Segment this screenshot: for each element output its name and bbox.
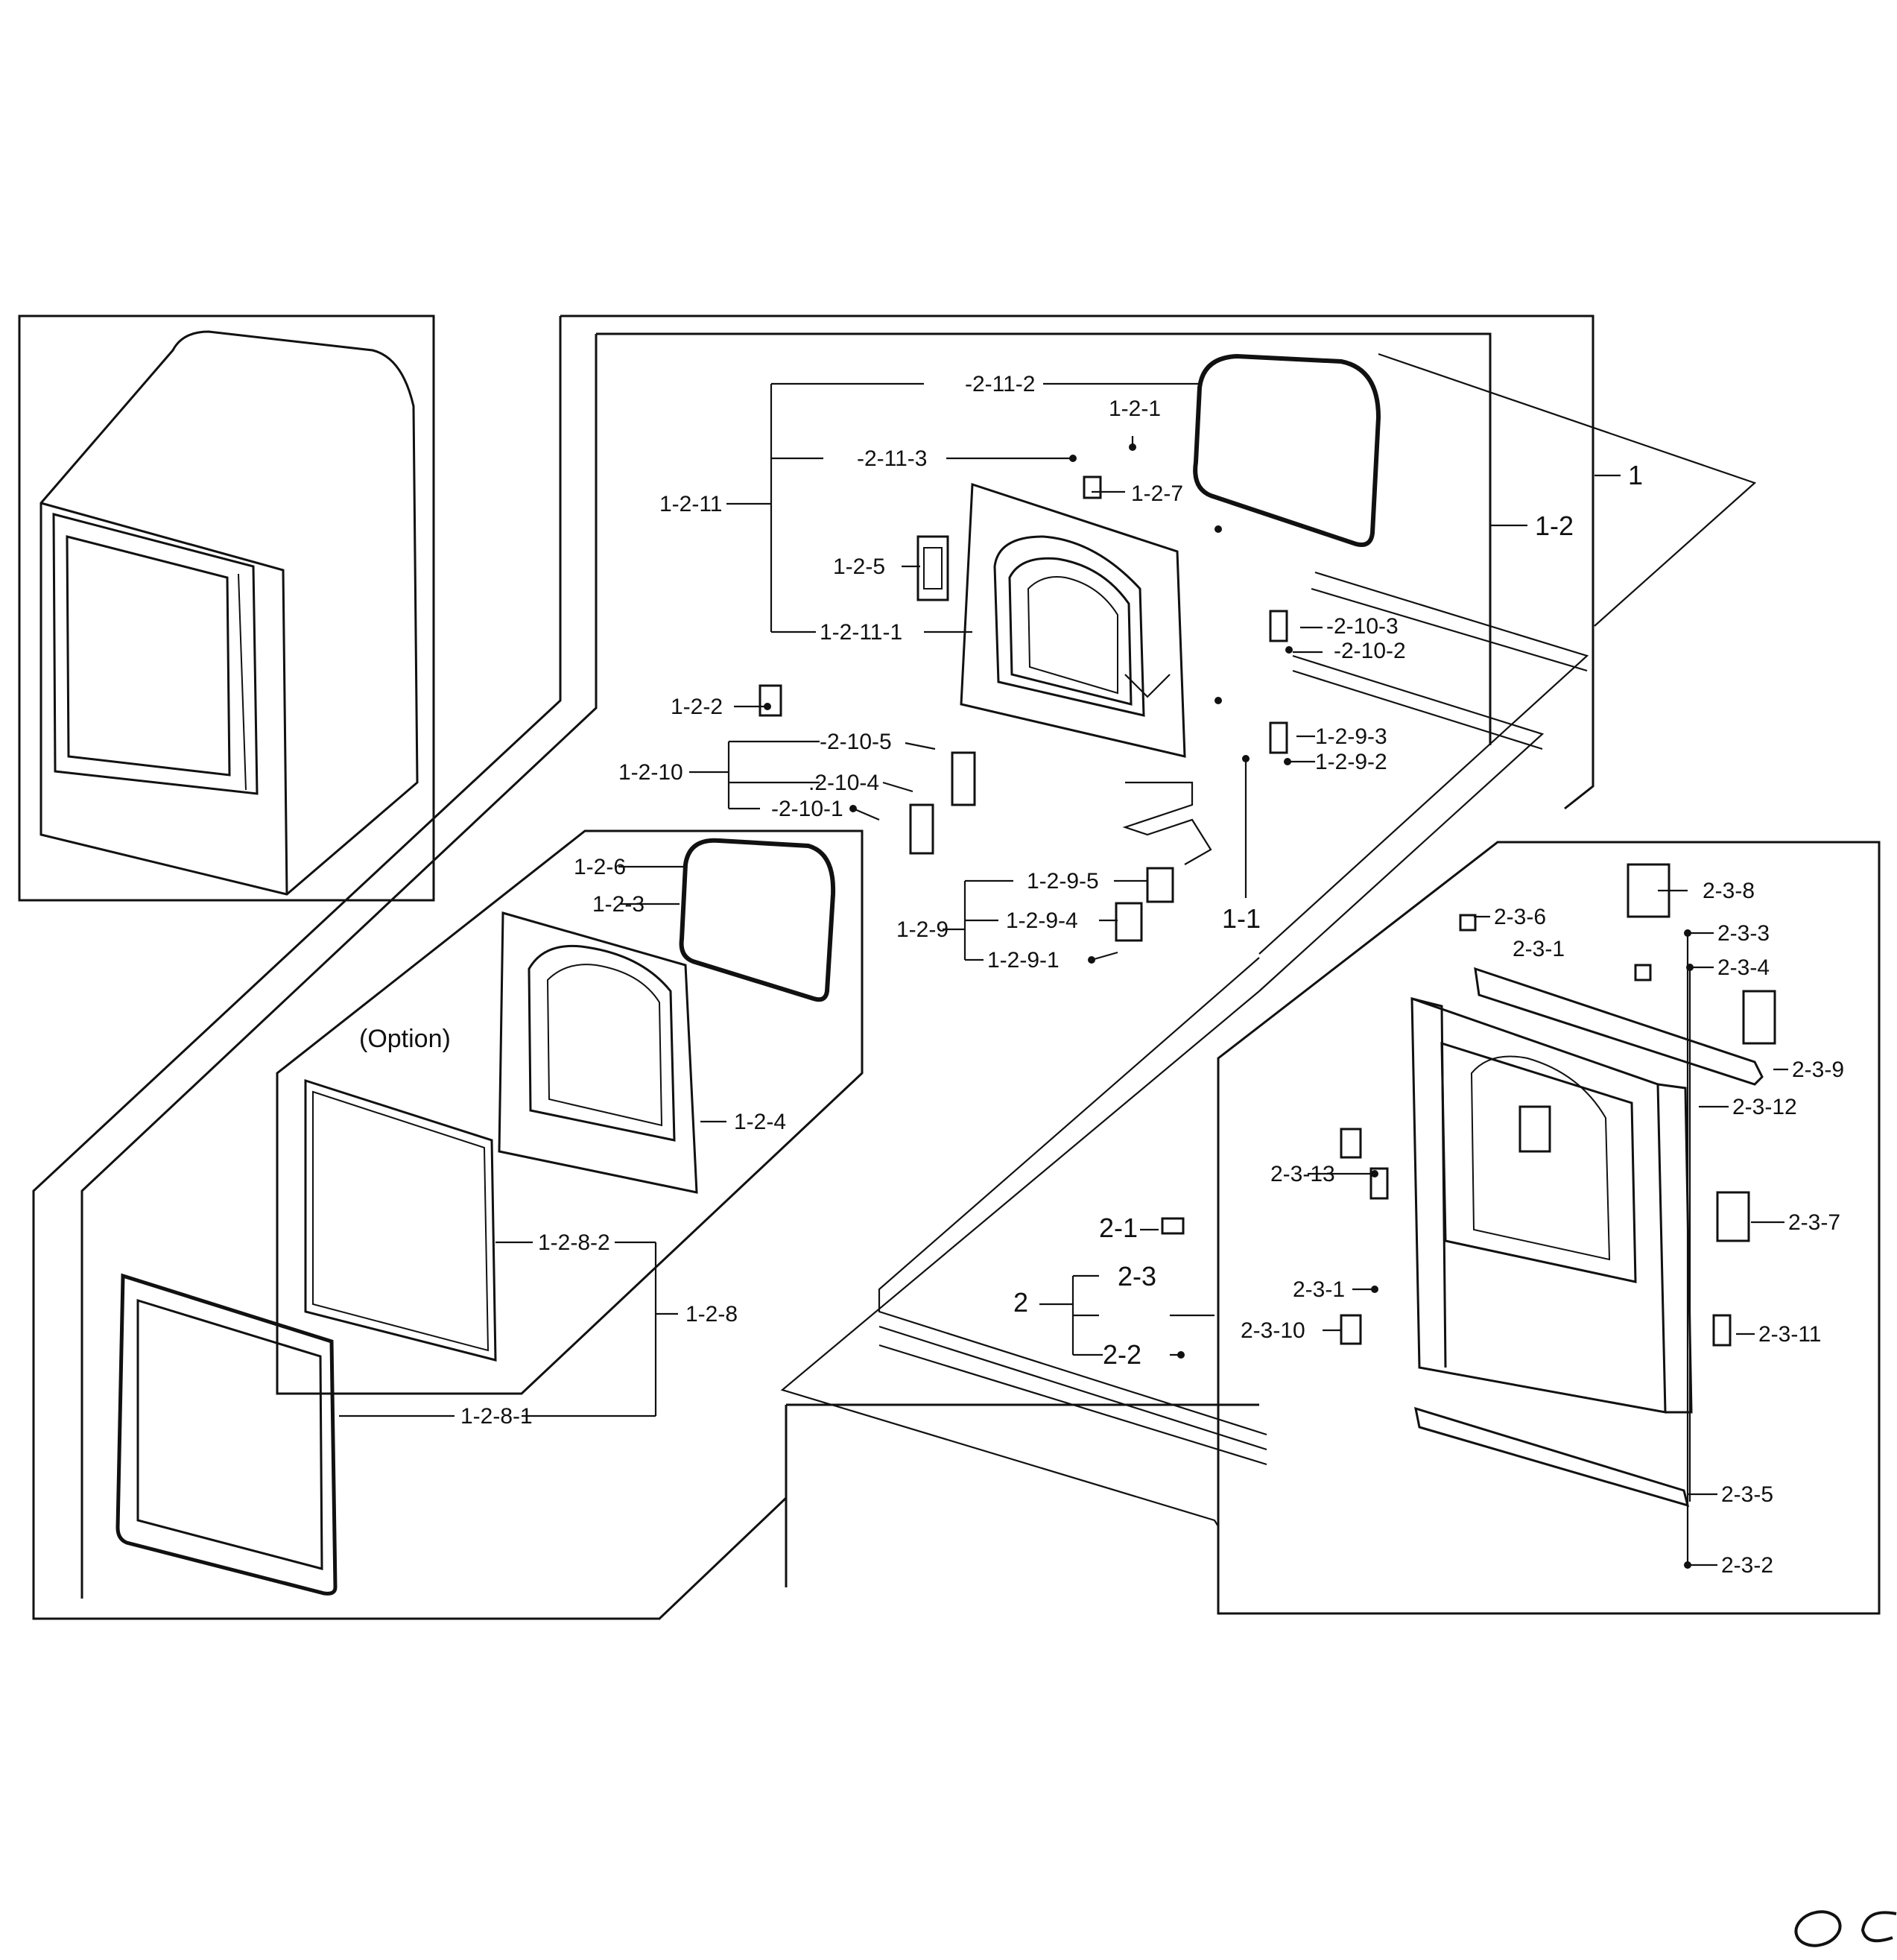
label-2-3-9: 2-3-9 [1792,1058,1844,1082]
label-1-2-9-2: 1-2-9-2 [1315,750,1387,774]
option-panel [115,829,864,1620]
perspective-lines [780,353,1757,1527]
label-2: 2 [1013,1287,1028,1318]
inner-door-frame-1-2-11-1 [960,482,1186,758]
callout-labels: -2-11-2 1-2-1 -2-11-3 1-2-7 1-2-11 1-2-5… [359,372,1844,1578]
label-2-10-2: -2-10-2 [1334,639,1406,663]
label-1: 1 [1628,460,1643,490]
label-1-2-9-5: 1-2-9-5 [1027,869,1099,894]
label-1-2-4: 1-2-4 [734,1110,786,1134]
leader-lines [339,382,1788,1567]
label-1-2-9-4: 1-2-9-4 [1006,908,1078,933]
label-2-3-5: 2-3-5 [1721,1482,1773,1507]
label-2-10-5: -2-10-5 [820,730,892,754]
label-2-3-3: 2-3-3 [1717,921,1770,946]
label-2-10-4: .2-10-4 [808,771,879,795]
label-1-2-10: 1-2-10 [618,760,683,785]
label-2-3-1a: 2-3-1 [1513,937,1565,961]
label-2-3-11: 2-3-11 [1758,1322,1822,1347]
label-2-10-3: -2-10-3 [1326,614,1399,639]
label-2-3: 2-3 [1118,1261,1156,1292]
label-1-2-8-1: 1-2-8-1 [460,1404,533,1429]
label-2-3-4: 2-3-4 [1717,955,1770,980]
label-1-2-2: 1-2-2 [671,695,723,719]
label-2-10-1: -2-10-1 [771,797,843,821]
label-1-2: 1-2 [1535,510,1574,541]
label-2-1: 2-1 [1099,1213,1138,1243]
assembly-2-frame [1217,841,1881,1615]
handwritten-mark [1794,1910,1897,1947]
label-1-2-1: 1-2-1 [1109,396,1161,421]
label-1-1: 1-1 [1222,903,1261,934]
label-2-3-12: 2-3-12 [1732,1095,1797,1119]
leader-dots [764,443,1694,1569]
assembly-1-frame [32,314,1594,1620]
label-2-3-7: 2-3-7 [1788,1210,1840,1235]
label-1-2-7: 1-2-7 [1131,481,1183,506]
hinge-1-2-5 [916,535,949,601]
label-1-2-8-2: 1-2-8-2 [538,1230,610,1255]
label-1-2-9-3: 1-2-9-3 [1315,724,1387,749]
label-1-2-11-1: 1-2-11-1 [820,620,902,645]
label-2-2: 2-2 [1103,1339,1141,1370]
label-2-3-2: 2-3-2 [1721,1553,1773,1578]
label-2-11-2: -2-11-2 [965,372,1035,396]
label-1-2-8: 1-2-8 [685,1302,738,1327]
label-1-2-6: 1-2-6 [574,855,626,879]
option-label: (Option) [359,1025,451,1053]
label-2-3-1b: 2-3-1 [1293,1277,1345,1302]
label-2-11-3: -2-11-3 [857,446,927,471]
label-2-3-13: 2-3-13 [1270,1162,1335,1186]
door-gasket-2-11-2 [1193,353,1381,547]
dryer-overview-panel [18,314,435,902]
label-1-2-9-1: 1-2-9-1 [987,948,1060,973]
assembly-2-parts [1161,863,1776,1508]
small-door-parts [759,475,1288,942]
label-1-2-11: 1-2-11 [659,492,723,516]
label-2-3-10: 2-3-10 [1241,1318,1305,1343]
label-1-2-5: 1-2-5 [833,554,885,579]
label-1-2-3: 1-2-3 [592,892,645,917]
label-1-2-9: 1-2-9 [896,917,948,942]
label-2-3-6: 2-3-6 [1494,905,1546,929]
label-2-3-8: 2-3-8 [1703,879,1755,903]
